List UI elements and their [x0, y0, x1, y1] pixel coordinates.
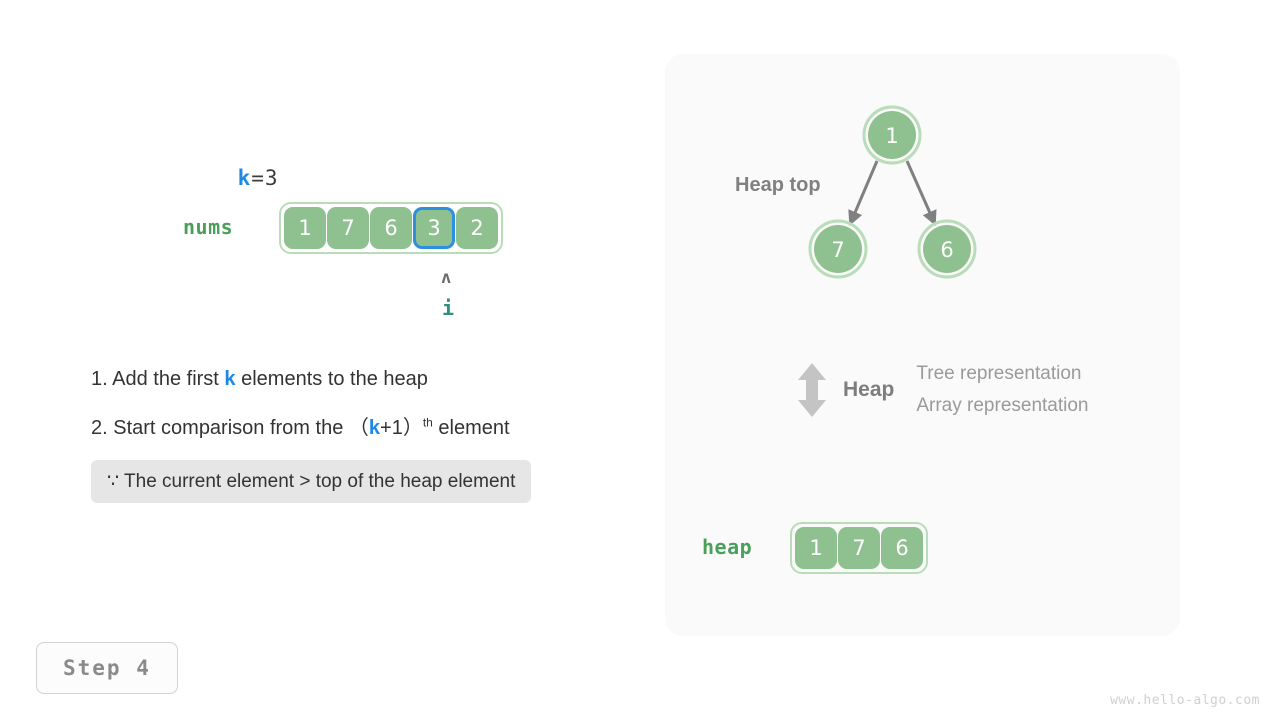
- heap-cell-2[interactable]: 6: [881, 527, 923, 569]
- tree-edge-root-to-left: [848, 160, 879, 226]
- heap-tree-diagram: 1 7 6: [808, 105, 977, 279]
- instruction-1-prefix: 1. Add the first: [91, 368, 225, 390]
- up-down-arrow-icon: [798, 363, 826, 417]
- instruction-2-k-variable: k: [368, 417, 381, 439]
- k-variable-name: k: [237, 166, 252, 190]
- tree-node-left-child[interactable]: 7: [808, 219, 868, 279]
- nums-cell-2[interactable]: 6: [370, 207, 412, 249]
- nums-cell-1[interactable]: 7: [327, 207, 369, 249]
- heap-visualization-panel: Heap top 1 7 6 Heap Tre: [665, 54, 1180, 636]
- instruction-2-suffix: element: [432, 417, 510, 439]
- tree-node-root-value: 1: [885, 124, 898, 148]
- instruction-1-suffix: elements to the heap: [235, 368, 428, 390]
- instruction-2-mid: +1）: [380, 417, 423, 439]
- nums-array-label: nums: [183, 215, 234, 239]
- heap-cell-1[interactable]: 7: [838, 527, 880, 569]
- tree-node-right-child-value: 6: [940, 238, 953, 262]
- legend-representation-list: Tree representation Array representation: [916, 363, 1088, 417]
- k-assignment-expression: k=3: [183, 142, 279, 214]
- instructions-list: 1. Add the first k elements to the heap …: [91, 368, 651, 503]
- instruction-step-2: 2. Start comparison from the （k+1）th ele…: [91, 411, 651, 440]
- pointer-caret-icon: ʌ: [441, 268, 452, 288]
- heap-array-label: heap: [702, 535, 753, 559]
- k-assignment-operator: =: [251, 166, 265, 190]
- legend-array-representation: Array representation: [916, 395, 1089, 416]
- tree-node-root[interactable]: 1: [862, 105, 922, 165]
- heap-array: 1 7 6: [790, 522, 928, 574]
- k-value: 3: [264, 166, 279, 190]
- heap-representation-legend: Heap Tree representation Array represent…: [795, 362, 1089, 418]
- legend-tree-representation: Tree representation: [916, 363, 1082, 384]
- tree-node-left-child-value: 7: [831, 238, 844, 262]
- instruction-2-ordinal-suffix: th: [422, 415, 433, 430]
- tree-node-right-child[interactable]: 6: [917, 219, 977, 279]
- nums-cell-0[interactable]: 1: [284, 207, 326, 249]
- left-column: k=3 nums 1 7 6 3 2 ʌ i 1. Add the first …: [36, 142, 651, 694]
- pointer-index-label: i: [442, 296, 455, 320]
- watermark: www.hello-algo.com: [1110, 693, 1260, 708]
- instruction-2-prefix: 2. Start comparison from the （: [91, 417, 369, 439]
- reason-callout: ∵ The current element > top of the heap …: [91, 460, 532, 503]
- heap-cell-0[interactable]: 1: [795, 527, 837, 569]
- instruction-step-1: 1. Add the first k elements to the heap: [91, 368, 651, 391]
- instruction-1-k-variable: k: [224, 368, 236, 390]
- step-badge: Step 4: [36, 642, 178, 694]
- legend-heap-label: Heap: [843, 378, 895, 401]
- nums-cell-3-highlighted[interactable]: 3: [413, 207, 455, 249]
- tree-edge-root-to-right: [905, 160, 937, 226]
- nums-cell-4[interactable]: 2: [456, 207, 498, 249]
- nums-array: 1 7 6 3 2: [279, 202, 503, 254]
- heap-top-label: Heap top: [735, 174, 821, 196]
